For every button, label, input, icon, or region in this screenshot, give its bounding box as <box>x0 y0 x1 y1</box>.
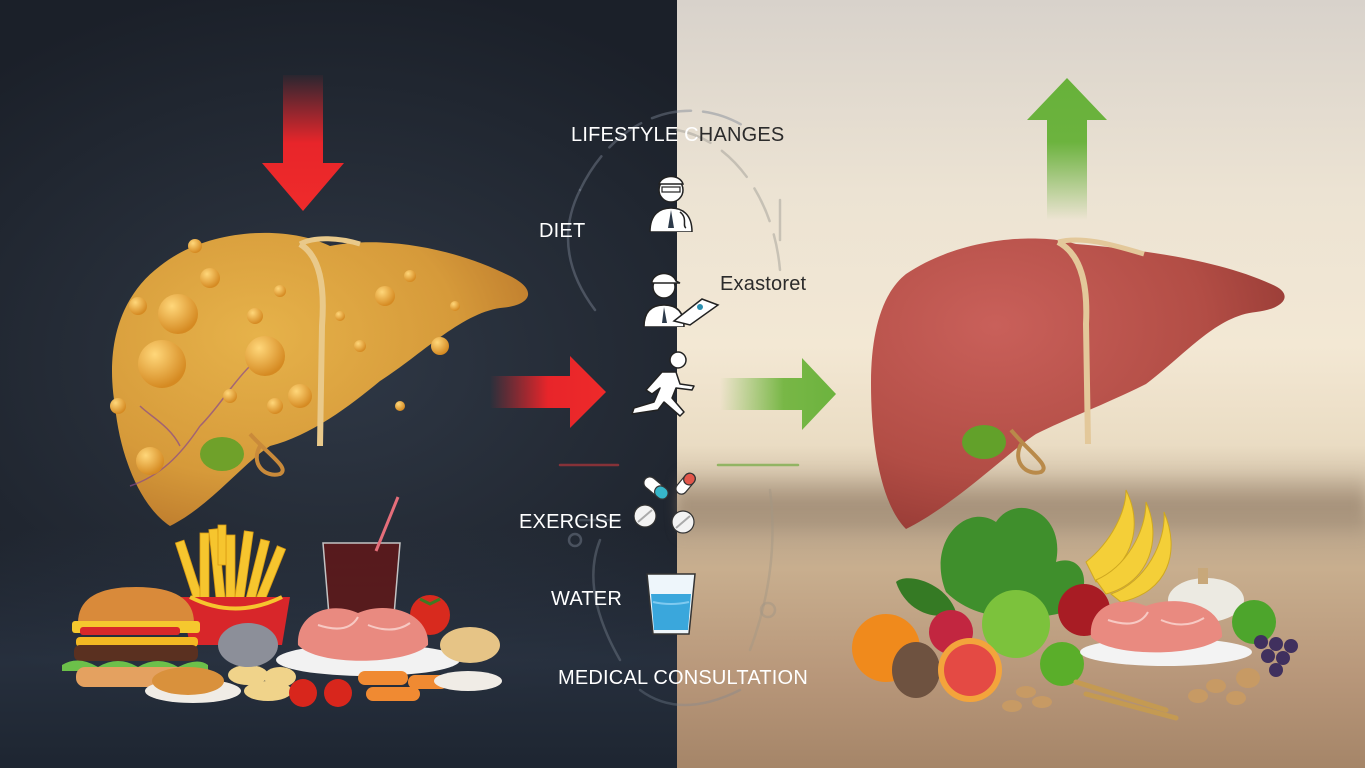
cola-glass-icon <box>322 496 401 616</box>
doctor-stethoscope-icon <box>649 175 693 232</box>
meat-plate-icon <box>1080 601 1252 666</box>
water-glass-icon <box>646 573 696 635</box>
fried-chicken-plate-icon <box>145 667 241 703</box>
label-medical-consultation: MEDICAL CONSULTATION <box>558 667 808 689</box>
green-apple-icon <box>1040 642 1084 686</box>
bananas-icon <box>1085 489 1172 603</box>
chips-icon <box>228 665 296 701</box>
doctor-clipboard-icon <box>643 272 720 327</box>
label-water: WATER <box>551 588 622 610</box>
running-person-icon <box>631 351 695 417</box>
healthy-liver-illustration <box>871 237 1285 529</box>
lifestyle-changes-title: LIFESTYLE CHANGES <box>571 124 785 146</box>
purple-grapes-icon <box>1254 635 1298 677</box>
junk-food-group <box>62 496 502 707</box>
arrow-up-green-icon <box>1027 78 1107 220</box>
label-exercise: EXERCISE <box>519 511 622 533</box>
french-fries-icon <box>174 524 290 645</box>
arrow-down-red-icon <box>262 75 344 211</box>
pills-icon <box>634 472 696 534</box>
grapefruit-half-icon <box>938 638 1002 702</box>
arrow-right-red-icon <box>490 356 606 428</box>
parsley-icon <box>1232 600 1276 644</box>
leafy-greens-icon <box>896 507 1085 618</box>
wheat-icon <box>1073 679 1179 721</box>
bread-bun-icon <box>434 627 502 691</box>
label-diet: DIET <box>539 220 586 242</box>
arrow-right-green-icon <box>720 358 836 430</box>
walnut-icon <box>892 642 940 698</box>
meat-plate-icon <box>276 608 460 676</box>
healthy-food-group <box>852 489 1298 721</box>
label-exastoret: Exastoret <box>720 273 807 295</box>
cherry-tomatoes-icon <box>289 679 352 707</box>
green-grapes-icon <box>982 590 1050 658</box>
fatty-liver-illustration <box>110 232 529 526</box>
carrot-sticks-icon <box>358 671 448 701</box>
candy-pile-icon <box>218 623 278 667</box>
nuts-icon <box>1002 668 1260 712</box>
